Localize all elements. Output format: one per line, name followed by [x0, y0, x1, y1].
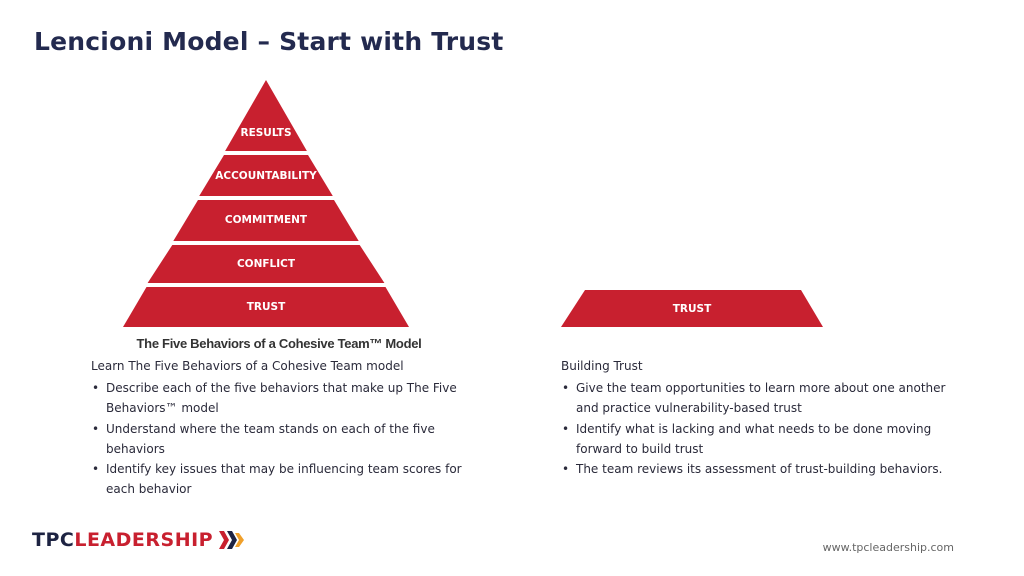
slide-title: Lencioni Model – Start with Trust [34, 27, 504, 56]
pyramid-tier-conflict-label: CONFLICT [237, 258, 296, 270]
list-item: •The team reviews its assessment of trus… [561, 459, 971, 479]
pyramid-tier-trust-label: TRUST [247, 301, 286, 313]
left-column-heading: Learn The Five Behaviors of a Cohesive T… [91, 359, 404, 373]
list-item: •Describe each of the five behaviors tha… [91, 378, 491, 418]
right-column: Building Trust •Give the team opportunit… [561, 356, 971, 480]
pyramid-caption: The Five Behaviors of a Cohesive Team™ M… [136, 336, 422, 351]
left-column: Learn The Five Behaviors of a Cohesive T… [91, 356, 491, 500]
bullet-dot-icon: • [92, 462, 100, 476]
pyramid-tier-commitment-label: COMMITMENT [225, 214, 308, 226]
right-column-heading: Building Trust [561, 359, 643, 373]
bullet-dot-icon: • [92, 421, 100, 436]
pyramid-tier-accountability [199, 155, 333, 196]
bullet-dot-icon: • [562, 421, 570, 436]
bullet-dot-icon: • [562, 462, 570, 476]
trust-base-label: TRUST [673, 303, 712, 315]
list-item: •Identify key issues that may be influen… [91, 459, 491, 499]
list-item: •Identify what is lacking and what needs… [561, 419, 971, 459]
pyramid-tier-results-label: RESULTS [240, 127, 291, 139]
pyramid-tier-trust [123, 287, 409, 327]
right-bullet-list: •Give the team opportunities to learn mo… [561, 378, 971, 479]
chevron-mark-icon [219, 531, 245, 549]
pyramid-tier-accountability-label: ACCOUNTABILITY [215, 170, 317, 182]
bullet-dot-icon: • [562, 381, 570, 395]
bullet-dot-icon: • [92, 381, 100, 395]
left-bullet-list: •Describe each of the five behaviors tha… [91, 378, 491, 499]
pyramid-tier-results [225, 80, 307, 151]
website-url: www.tpcleadership.com [822, 541, 954, 554]
logo-text-leadership: LEADERSHIP [74, 529, 214, 551]
trust-base-block [561, 290, 823, 327]
pyramid-tier-conflict [147, 245, 385, 283]
list-item: •Give the team opportunities to learn mo… [561, 378, 971, 418]
logo-text-tpc: TPC [32, 529, 75, 551]
list-item: •Understand where the team stands on eac… [91, 419, 491, 459]
pyramid-tier-commitment [173, 200, 359, 241]
